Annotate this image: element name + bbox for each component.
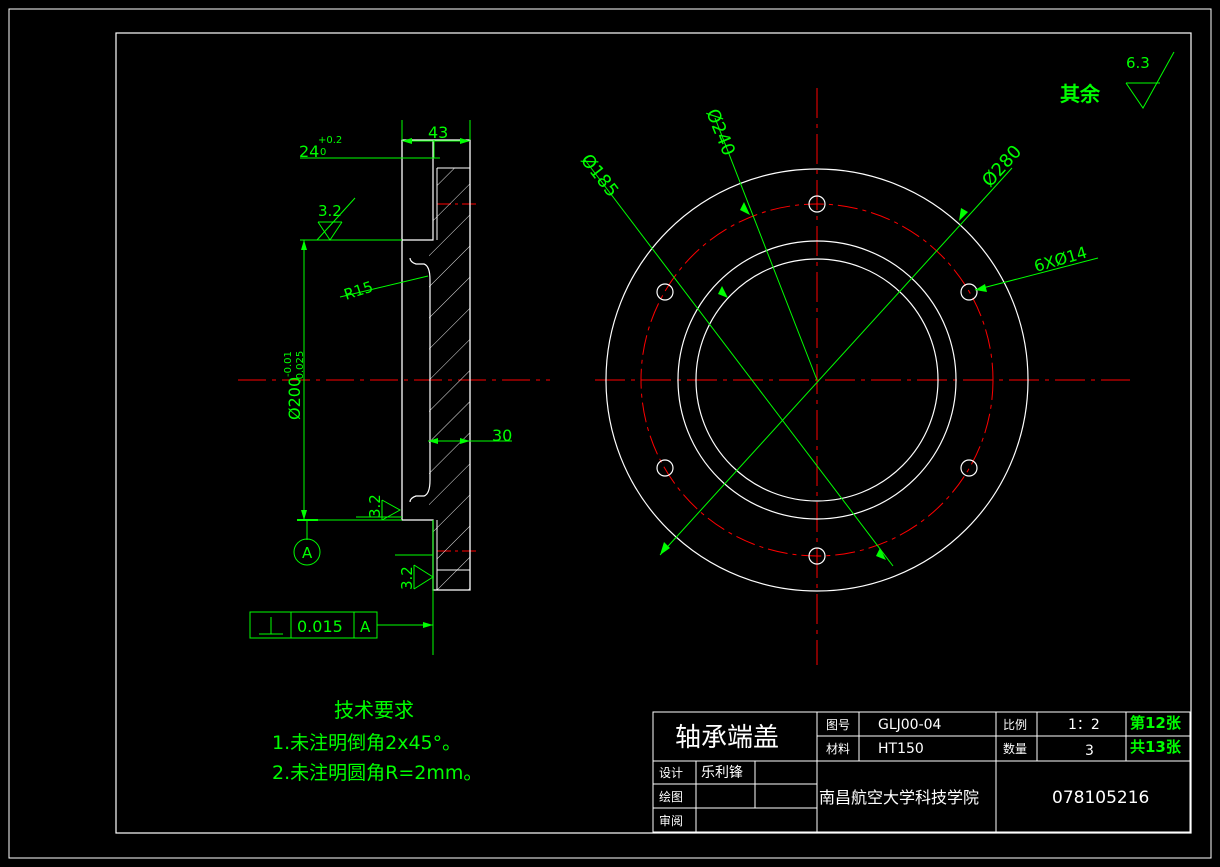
bolt-hole	[808, 547, 826, 565]
bolt-hole	[960, 283, 978, 301]
dia-main-tol-upper: -0.01	[283, 351, 294, 377]
roughness-general-label: 其余	[1060, 82, 1101, 106]
sheet-number: 第12张	[1130, 714, 1182, 732]
outer-frame	[8, 8, 1212, 859]
tech-req-item1: 1.未注明倒角2x45°。	[272, 732, 461, 754]
bolt-hole	[960, 459, 978, 477]
drawing-no-label: 图号	[826, 718, 850, 732]
circle-185	[677, 240, 957, 520]
check-label: 审阅	[659, 813, 683, 828]
general-roughness	[1125, 51, 1175, 109]
datum-circle	[293, 538, 321, 566]
designer-name: 乐利锋	[701, 765, 743, 781]
roughness-top-text: 3.2	[318, 202, 342, 220]
drawn-label: 绘图	[659, 789, 683, 804]
school-name: 南昌航空大学科技学院	[819, 788, 979, 807]
qty-label: 数量	[1003, 741, 1027, 756]
tech-req-item2: 2.未注明圆角R=2mm。	[272, 762, 482, 784]
roughness-bottom-text: 3.2	[398, 566, 416, 590]
material-label: 材料	[826, 742, 850, 756]
material-value: HT150	[878, 741, 924, 757]
outer-circle-280	[605, 168, 1029, 592]
scale-value: 1：2	[1068, 717, 1100, 733]
bolt-circle-240	[640, 203, 994, 557]
roughness-mid-text: 3.2	[366, 494, 384, 518]
drawing-no: GLJ00-04	[878, 717, 942, 733]
part-name: 轴承端盖	[675, 723, 779, 753]
bolt-hole	[656, 459, 674, 477]
tolerance-value: 0.015	[297, 617, 343, 636]
tolerance-datum: A	[360, 618, 371, 636]
dim-width-text: 43	[428, 123, 448, 142]
side-step-top	[402, 140, 434, 241]
datum-label: A	[302, 544, 313, 562]
dim-depth-tol-lower: 0	[320, 147, 326, 158]
student-id: 078105216	[1052, 788, 1149, 808]
inner-bore-circle	[695, 258, 939, 502]
side-view	[238, 120, 550, 655]
total-sheets: 共13张	[1130, 738, 1182, 756]
dim-thickness-text: 30	[492, 426, 512, 445]
section-hatch	[429, 168, 470, 590]
title-block	[652, 711, 1191, 833]
dim-depth-tol-upper: +0.2	[318, 135, 342, 146]
tolerance-frame	[249, 611, 378, 639]
scale-label: 比例	[1003, 718, 1027, 732]
inner-frame	[115, 32, 1192, 834]
bolt-hole	[656, 283, 674, 301]
qty-value: 3	[1085, 743, 1094, 759]
roughness-general-value: 6.3	[1126, 54, 1150, 72]
dim-depth-text: 24	[299, 142, 319, 161]
front-view	[584, 88, 1130, 665]
dia-main-text: Ø200	[285, 377, 304, 420]
side-recess	[409, 257, 431, 503]
tech-req-title: 技术要求	[334, 698, 414, 722]
design-label: 设计	[659, 766, 683, 780]
dia-main-tol-lower: -0.025	[295, 351, 306, 383]
bolt-hole	[808, 195, 826, 213]
